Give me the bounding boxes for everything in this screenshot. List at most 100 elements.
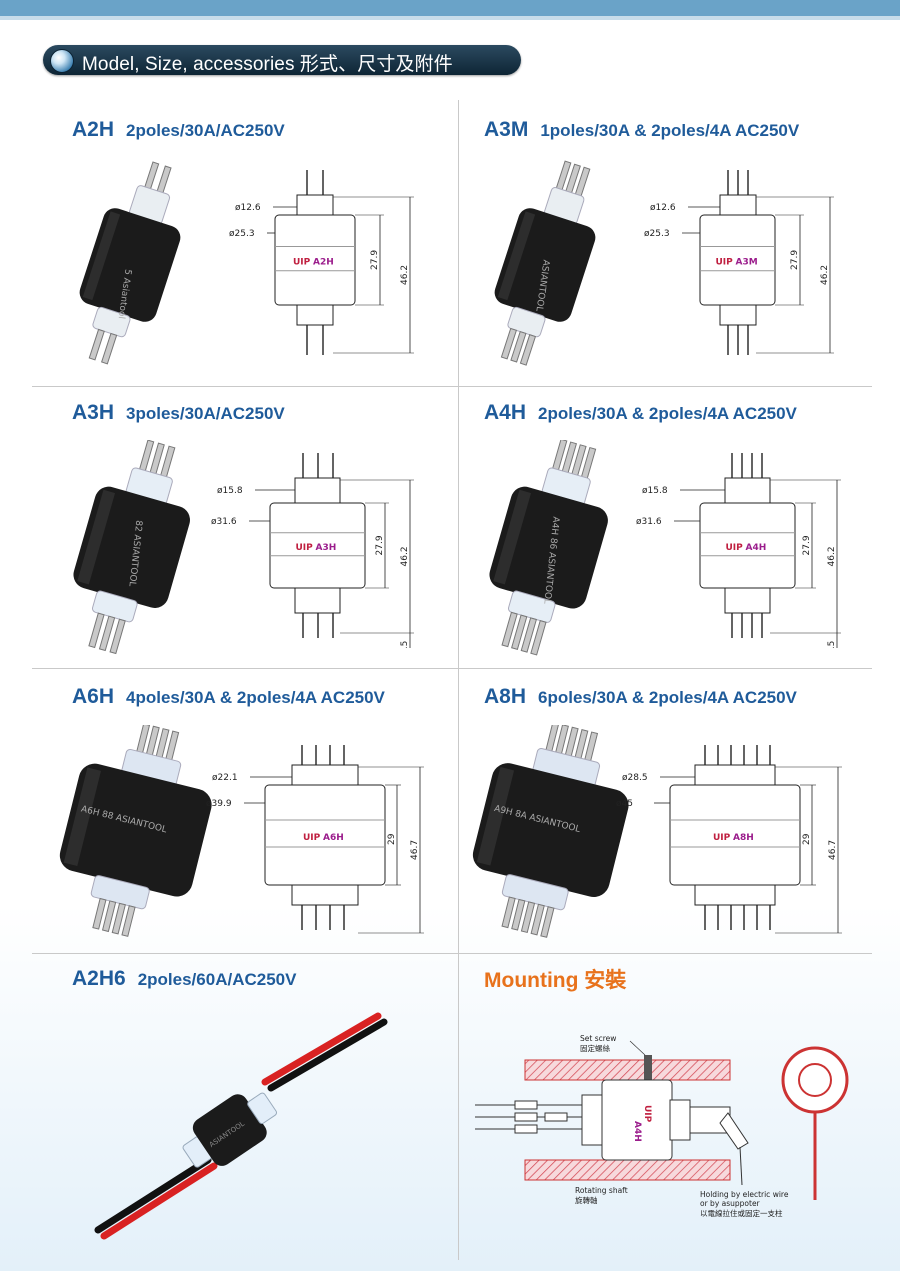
product-title-a6h: A6H 4poles/30A & 2poles/4A AC250V xyxy=(72,685,385,709)
height-total: 46.2 xyxy=(827,546,837,566)
model-spec: 2poles/30A & 2poles/4A AC250V xyxy=(538,404,797,423)
height-total: 46.2 xyxy=(400,546,410,566)
terminal-pin xyxy=(101,900,117,933)
terminal-pin xyxy=(511,614,528,651)
holding-label-zh: 以電線拉住或固定一支柱 xyxy=(700,1208,783,1218)
support-ring-inner xyxy=(798,1063,832,1097)
height-body: 29 xyxy=(802,833,812,845)
ring-logo: UIP xyxy=(726,543,744,553)
terminal xyxy=(514,1100,538,1110)
height-base: 9.5 xyxy=(827,641,837,648)
terminal-pin xyxy=(111,902,126,935)
holding-label-2: or by asuppoter xyxy=(700,1199,761,1208)
black-housing xyxy=(472,763,629,897)
height-body: 27.9 xyxy=(802,535,812,555)
housing-highlight xyxy=(493,489,532,585)
terminal-pin xyxy=(98,615,116,652)
terminal-pin xyxy=(511,898,526,931)
terminal-pin xyxy=(501,896,516,929)
diameter-large: ø25.3 xyxy=(644,229,670,239)
black-housing xyxy=(59,763,212,897)
terminal-pin xyxy=(92,897,107,930)
diameter-small: ø15.8 xyxy=(642,486,668,496)
red-wire xyxy=(100,1162,218,1240)
model-name: A6H xyxy=(72,685,115,708)
black-wire xyxy=(94,1156,212,1234)
terminal-pin xyxy=(530,619,547,656)
terminal-pin xyxy=(520,901,536,934)
lower-neck xyxy=(90,875,150,910)
ring-neck xyxy=(581,1094,605,1146)
height-total: 46.2 xyxy=(820,265,830,285)
terminal-pin xyxy=(520,617,538,653)
black-housing xyxy=(192,1094,267,1166)
black-wire xyxy=(267,1018,388,1092)
height-body: 27.9 xyxy=(375,535,385,555)
ring-logo: UIP xyxy=(642,1105,652,1123)
column-divider xyxy=(458,100,459,1260)
model-name: A2H xyxy=(72,118,115,141)
diameter-large: ø45 xyxy=(616,799,633,809)
upper-neck xyxy=(294,477,341,504)
product-photo-a3m: ASIANTOOL xyxy=(494,160,596,366)
ring-logo: UIP xyxy=(293,258,311,268)
ring-label: A4H xyxy=(746,543,767,553)
product-photo-a3h: 82 ASIANTOOL xyxy=(73,440,190,655)
ring-logo: UIP xyxy=(303,833,321,843)
rotating-shaft-label-zh: 旋轉軸 xyxy=(575,1195,598,1205)
ring-neck xyxy=(669,1099,691,1141)
upper-neck xyxy=(296,194,334,216)
terminal-pin xyxy=(500,327,518,360)
ring-body xyxy=(601,1079,673,1161)
holding-label-1: Holding by electric wire xyxy=(700,1190,789,1199)
model-spec: 2poles/60A/AC250V xyxy=(137,970,297,989)
diameter-large: ø31.6 xyxy=(211,517,237,527)
height-body: 29 xyxy=(387,833,397,845)
lower-fixture xyxy=(524,1159,731,1181)
ring-label: A4H xyxy=(632,1121,642,1142)
diameter-small: ø15.8 xyxy=(217,486,243,496)
product-photo-a2h: 5 Asiantool xyxy=(79,161,181,365)
black-housing xyxy=(79,208,181,322)
terminal xyxy=(544,1112,568,1122)
diameter-large: ø31.6 xyxy=(636,517,662,527)
model-spec: 2poles/30A/AC250V xyxy=(126,121,285,140)
model-name: A3H xyxy=(72,401,115,424)
red-wire xyxy=(261,1012,382,1086)
diameter-small: ø28.5 xyxy=(622,773,648,783)
upper-neck xyxy=(724,477,771,504)
lower-neck xyxy=(724,587,771,614)
model-name: A8H xyxy=(484,685,527,708)
lower-neck xyxy=(296,304,334,326)
housing-highlight xyxy=(476,767,515,866)
terminal-pin xyxy=(501,611,518,648)
set-screw xyxy=(644,1055,652,1080)
height-total: 46.7 xyxy=(410,840,420,860)
model-spec: 1poles/30A & 2poles/4A AC250V xyxy=(540,121,800,140)
upper-fixture xyxy=(524,1059,731,1081)
diameter-small: ø12.6 xyxy=(235,203,261,213)
product-photo-a4h: A4H 86 ASIANTOOL xyxy=(489,440,608,656)
upper-neck xyxy=(291,764,359,786)
model-spec: 4poles/30A & 2poles/4A AC250V xyxy=(126,688,385,707)
diameter-large: ø25.3 xyxy=(229,229,255,239)
housing-highlight xyxy=(82,211,121,301)
housing-highlight xyxy=(497,211,536,301)
ring-logo: UIP xyxy=(713,833,731,843)
rotating-shaft-label: Rotating shaft xyxy=(575,1186,628,1195)
set-screw-label-zh: 固定螺絲 xyxy=(580,1043,610,1053)
upper-neck xyxy=(719,194,757,216)
product-photo-a6h: A6H 88 ASIANTOOL xyxy=(59,725,212,937)
terminal-pin xyxy=(510,330,527,363)
top-band xyxy=(0,0,900,16)
row-divider-2 xyxy=(32,668,872,669)
terminal-pin xyxy=(519,334,537,366)
